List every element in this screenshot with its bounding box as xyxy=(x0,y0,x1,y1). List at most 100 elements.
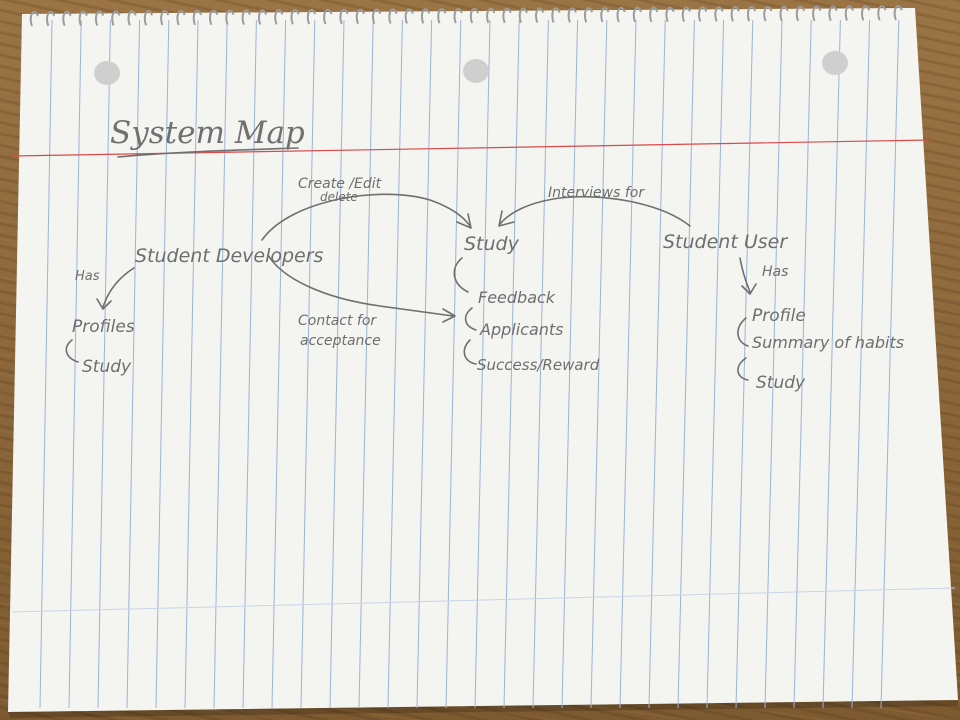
rule-line xyxy=(561,19,579,709)
spiral-coil xyxy=(127,10,137,26)
spiral-coil xyxy=(518,7,528,24)
arrowhead-create xyxy=(456,213,472,229)
spiral-coil xyxy=(486,7,496,24)
spiral-coil xyxy=(45,10,56,27)
edge-label-interviews-for: Interviews for xyxy=(548,185,645,201)
spiral-coil xyxy=(274,9,284,25)
spiral-coil xyxy=(208,9,219,26)
spiral-coil xyxy=(62,10,72,27)
spiral-coil xyxy=(812,5,822,22)
spiral-coil xyxy=(681,6,691,22)
rule-line xyxy=(822,19,841,709)
rule-line xyxy=(68,19,82,709)
arrowhead-interviews xyxy=(498,210,515,227)
spiral-coil xyxy=(78,10,88,27)
spiral-coil xyxy=(404,8,414,24)
arrow-dev-to-study-create xyxy=(261,193,471,241)
spiral-coil xyxy=(290,9,300,25)
spiral-coil xyxy=(176,9,186,26)
spiral-coil xyxy=(371,8,382,25)
rule-line xyxy=(619,19,637,709)
spiral-coil xyxy=(469,7,480,24)
rule-line xyxy=(271,19,287,709)
node-success-reward: Success/Reward xyxy=(477,356,600,374)
spiral-coil xyxy=(94,10,105,26)
spiral-coil xyxy=(877,5,887,21)
node-study-center: Study xyxy=(464,233,520,255)
arrow-user-to-profile xyxy=(739,257,751,293)
rule-line xyxy=(706,19,725,709)
arrow-feedback-to-applicants xyxy=(464,307,477,331)
node-user-study: Study xyxy=(756,373,806,393)
spiral-coil xyxy=(779,5,789,22)
spiral-coil xyxy=(795,5,806,22)
spiral-coil xyxy=(665,6,675,23)
rule-line xyxy=(445,19,462,709)
paper-shadow xyxy=(8,700,958,718)
spiral-coil xyxy=(534,7,545,23)
node-applicants: Applicants xyxy=(479,320,564,339)
spiral-coil xyxy=(632,6,643,23)
spiral-coil xyxy=(714,6,724,22)
spiral-coil xyxy=(502,7,512,24)
rule-line xyxy=(213,19,228,709)
spiral-coil xyxy=(420,8,431,24)
spiral-coil xyxy=(160,10,170,26)
rule-line xyxy=(677,19,695,709)
punch-holes xyxy=(94,51,848,85)
spiral-coil xyxy=(257,9,268,25)
edge-label-acceptance: acceptance xyxy=(300,333,381,349)
spiral-coil xyxy=(828,5,838,21)
punch-hole-center xyxy=(463,59,489,83)
arrow-dev-to-profiles xyxy=(102,267,135,308)
spiral-coil xyxy=(241,9,251,25)
spiral-coil xyxy=(616,6,626,23)
node-student-developers: Student Developers xyxy=(135,245,324,267)
rule-line xyxy=(416,19,433,709)
rule-line xyxy=(184,19,199,709)
arrowhead-contact xyxy=(442,308,456,323)
spiral-coil xyxy=(306,9,317,25)
rule-line xyxy=(97,19,111,709)
arrow-profile-to-summary xyxy=(737,317,749,347)
spiral-coil xyxy=(600,7,610,23)
arrow-profiles-to-study xyxy=(65,339,79,363)
spiral-coil xyxy=(192,9,202,26)
node-student-user: Student User xyxy=(663,231,788,253)
spiral-coil xyxy=(355,8,365,25)
edge-label-dev-has: Has xyxy=(75,269,100,284)
arrowhead-dev-profiles xyxy=(96,298,112,310)
arrow-study-to-feedback xyxy=(453,257,469,293)
rule-line xyxy=(329,19,345,709)
spiral-coil xyxy=(225,9,235,26)
spiral-coil xyxy=(551,7,561,23)
arrow-applicants-to-success xyxy=(463,339,477,365)
rule-line xyxy=(358,19,374,709)
spiral-coil xyxy=(323,8,333,25)
spiral-coil xyxy=(339,8,349,25)
spiral-coil xyxy=(453,8,463,24)
diagram-title: System Map xyxy=(110,115,305,151)
rule-line xyxy=(880,19,900,709)
spiral-coil xyxy=(388,8,398,24)
node-dev-study: Study xyxy=(82,357,132,377)
rule-line xyxy=(126,19,141,709)
rule-line xyxy=(590,19,608,709)
spiral-coil xyxy=(437,8,447,24)
spiral-binding xyxy=(29,5,903,27)
spiral-coil xyxy=(860,5,871,21)
spiral-coil xyxy=(893,5,903,21)
arrowhead-user-profile xyxy=(741,283,757,295)
rule-line xyxy=(474,19,491,709)
punch-hole-right xyxy=(822,51,848,75)
arrow-summary-to-study xyxy=(737,357,749,381)
spiral-coil xyxy=(697,6,708,22)
rule-line xyxy=(503,19,520,709)
rule-line xyxy=(39,19,53,709)
edge-label-contact-for: Contact for xyxy=(298,313,377,329)
rule-line xyxy=(851,19,871,709)
spiral-coil xyxy=(844,5,854,21)
spiral-coil xyxy=(111,10,121,26)
punch-hole-left xyxy=(94,61,120,85)
